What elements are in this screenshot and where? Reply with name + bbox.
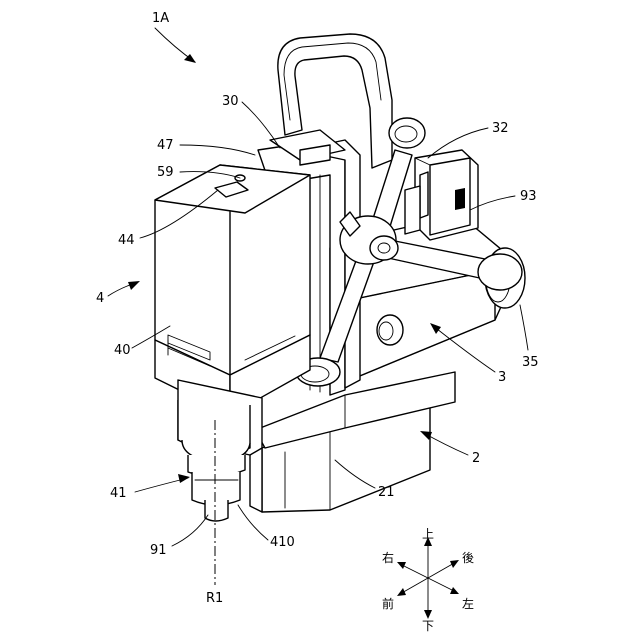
label-40: 40 [114,343,131,358]
label-44: 44 [118,233,135,248]
battery-pack [405,150,478,240]
label-410: 410 [270,535,295,550]
dir-front: 前 [382,596,394,611]
dir-down: 下 [422,619,434,633]
label-47: 47 [157,138,174,153]
label-41: 41 [110,486,127,501]
dir-right: 右 [382,550,394,565]
magnetic-base [250,372,455,512]
direction-compass: 上 下 右 後 前 左 [382,527,474,633]
label-32: 32 [492,121,509,136]
label-21: 21 [378,485,395,500]
label-91: 91 [150,543,167,558]
dir-back: 後 [462,551,474,565]
dir-up: 上 [422,527,434,541]
label-35: 35 [522,355,539,370]
motor-housing [155,165,310,415]
label-1a: 1A [152,11,169,26]
label-4: 4 [96,291,104,306]
dir-left: 左 [462,596,474,611]
label-2: 2 [472,451,480,466]
label-3: 3 [498,370,506,385]
label-59: 59 [157,165,174,180]
label-93: 93 [520,189,537,204]
label-r1: R1 [206,591,223,606]
label-30: 30 [222,94,239,109]
